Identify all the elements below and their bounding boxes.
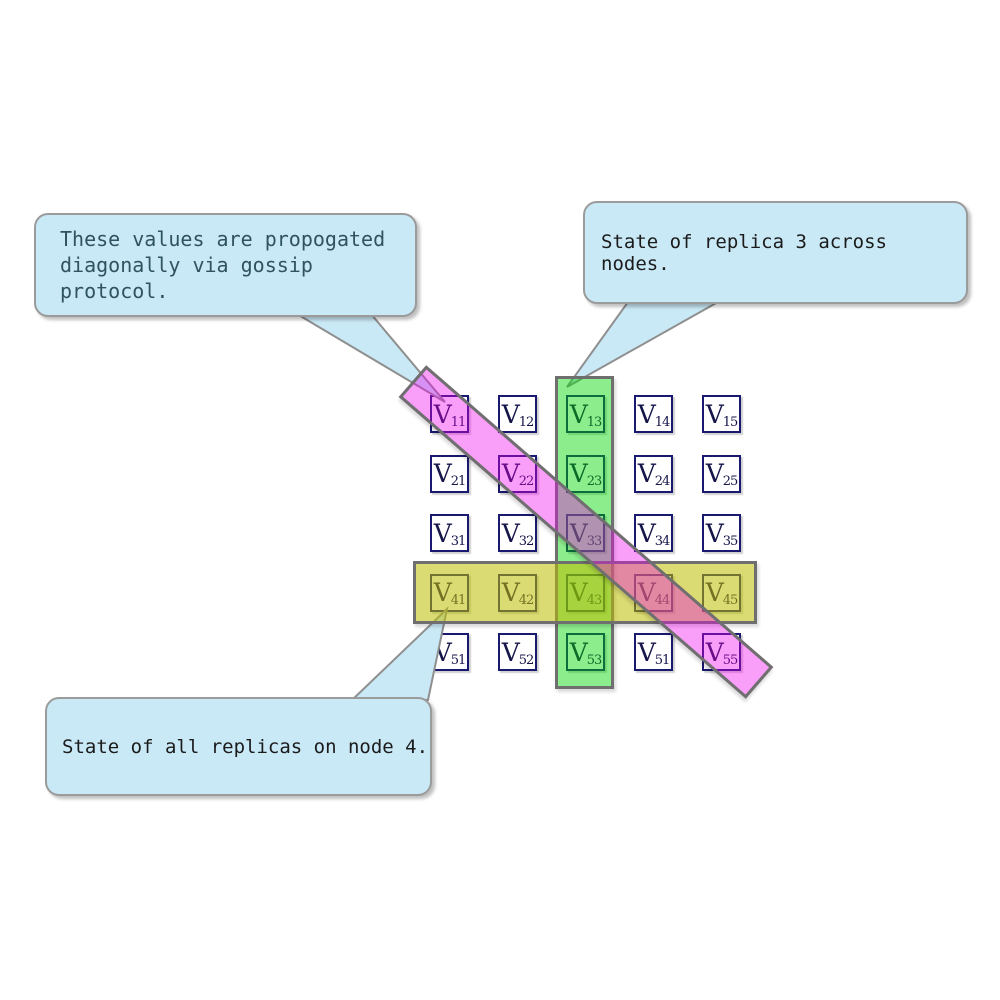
cell-symbol: V (705, 459, 724, 488)
cell-symbol: V (705, 518, 724, 548)
cell-subscript: 31 (450, 533, 467, 549)
cell-symbol: V (705, 637, 724, 667)
cell-symbol: V (637, 518, 656, 548)
cell-symbol: V (569, 399, 588, 429)
gossip-callout-text-line1: These values are propogated (60, 227, 386, 251)
cell-symbol: V (433, 459, 452, 488)
cell-subscript: 34 (654, 533, 671, 549)
column-highlight-band (555, 376, 614, 689)
cell-symbol: V (637, 459, 656, 488)
row-highlight-band (413, 561, 757, 624)
cell-symbol: V (637, 399, 656, 429)
cell-subscript: 52 (518, 652, 535, 668)
cell-subscript: 22 (518, 474, 535, 489)
cell-subscript: 23 (586, 474, 603, 489)
cell-symbol: V (705, 399, 724, 429)
cell-subscript: 25 (722, 474, 739, 489)
cell-subscript: 21 (450, 474, 467, 489)
cell-subscript: 11 (450, 414, 467, 430)
cell-subscript: 51 (450, 652, 467, 668)
cell-subscript: 12 (518, 414, 535, 430)
cell-symbol: V (501, 399, 520, 429)
cell-subscript: 51 (654, 652, 671, 668)
cell-subscript: 55 (722, 652, 739, 668)
cell-symbol: V (569, 518, 588, 548)
cell-subscript: 53 (586, 652, 603, 668)
cell-subscript: 33 (586, 533, 603, 549)
node4-callout-text: State of all replicas on node 4. (62, 735, 429, 758)
gossip-callout: These values are propogated diagonally v… (34, 213, 417, 317)
node4-callout: State of all replicas on node 4. (45, 697, 432, 796)
replica3-callout: State of replica 3 across nodes. (583, 201, 968, 304)
cell-symbol: V (501, 637, 520, 667)
replica3-callout-pointer (566, 301, 722, 388)
cell-subscript: 14 (654, 414, 671, 430)
cell-subscript: 15 (722, 414, 739, 430)
cell-subscript: 13 (586, 414, 603, 430)
cell-symbol: V (501, 459, 520, 488)
cell-subscript: 24 (654, 474, 671, 489)
cell-symbol: V (637, 637, 656, 667)
cell-symbol: V (433, 399, 452, 429)
cell-symbol: V (569, 637, 588, 667)
gossip-callout-text-line2: diagonally via gossip protocol. (60, 253, 313, 303)
replica3-callout-text: State of replica 3 across nodes. (601, 230, 887, 275)
cell-subscript: 35 (722, 533, 739, 549)
cell-symbol: V (501, 518, 520, 548)
cell-symbol: V (433, 518, 452, 548)
cell-subscript: 32 (518, 533, 535, 549)
cell-symbol: V (569, 459, 588, 488)
